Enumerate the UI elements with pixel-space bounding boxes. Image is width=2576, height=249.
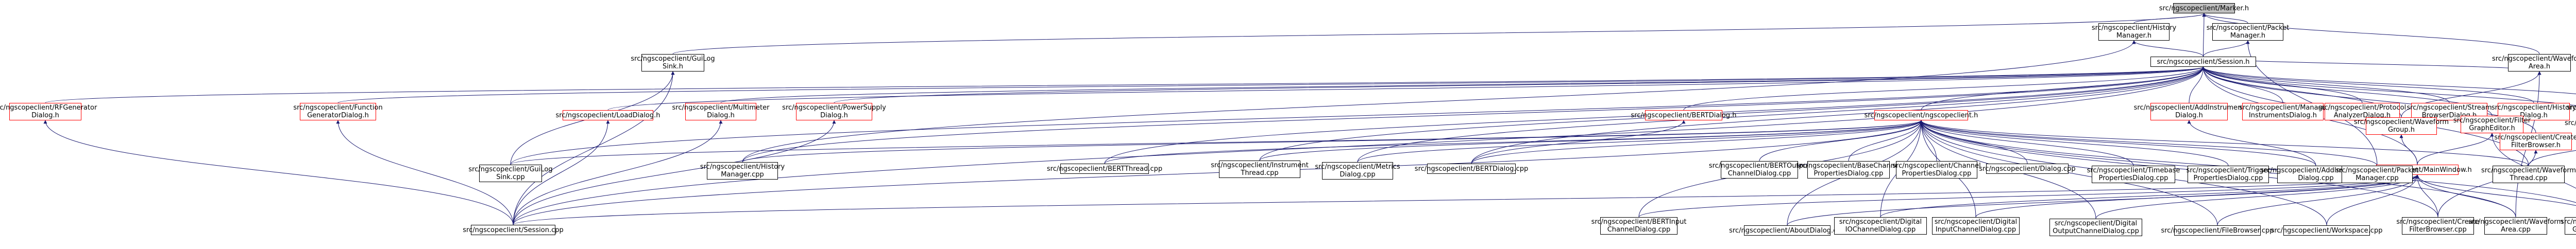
node-pm[interactable]: src/ngscopeclient/Packet Manager.h — [2206, 23, 2290, 41]
node-bt[interactable]: src/ngscopeclient/BERTDialog.h — [1631, 110, 1737, 120]
node-wa[interactable]: src/ngscopeclient/Waveform Area.h — [2492, 54, 2576, 72]
edge-hmc-to-hm — [742, 40, 2136, 163]
edge-fg-to-ss — [337, 66, 2205, 103]
edge-cfc-to-cf — [2437, 150, 2538, 218]
node-fgc[interactable]: src/ngscopeclient/Filter GraphEditor.cpp — [2561, 217, 2576, 235]
node-hm[interactable]: src/ngscopeclient/History Manager.h — [2091, 23, 2177, 41]
edge-ssc-to-rf — [43, 120, 514, 225]
node-fl[interactable]: src/ngscopeclient/Filter GraphEditor.h — [2453, 116, 2531, 133]
node-wac[interactable]: src/ngscopeclient/Waveform Area.cpp — [2468, 217, 2564, 235]
edge-gl-to-mk — [672, 13, 2206, 55]
node-mk[interactable]: src/ngscopeclient/Marker.h — [2159, 3, 2249, 13]
node-it[interactable]: src/ngscopeclient/Instrument Thread.cpp — [1211, 161, 1309, 178]
node-boc[interactable]: src/ngscopeclient/BERTOutput ChannelDial… — [1708, 161, 1810, 179]
edge-trp-to-ng — [1919, 120, 2229, 166]
edge-it-to-ng — [1259, 120, 1923, 161]
edge-ps-to-ss — [834, 66, 2205, 103]
node-rf[interactable]: src/ngscopeclient/RFGenerator Dialog.h — [0, 103, 97, 120]
edge-md-to-ss — [1357, 66, 2205, 163]
edge-hd-to-ss — [2201, 66, 2534, 103]
edge-sd-to-ss — [2201, 66, 2576, 94]
node-fg[interactable]: src/ngscopeclient/Function GeneratorDial… — [293, 103, 383, 120]
node-bcp[interactable]: src/ngscopeclient/BaseChannel Properties… — [1796, 161, 1901, 179]
node-tbp[interactable]: src/ngscopeclient/Timebase PropertiesDia… — [2087, 166, 2180, 183]
node-bdc[interactable]: src/ngscopeclient/BERTDialog.cpp — [1415, 164, 1528, 174]
node-dic[interactable]: src/ngscopeclient/Digital InputChannelDi… — [1932, 217, 2020, 235]
edge-dlg-to-ng — [1919, 120, 2028, 164]
edge-bdc-to-ss — [1471, 66, 2205, 164]
edge-ss-to-pm — [2203, 40, 2250, 57]
edge-ccp-to-ng — [1919, 120, 1937, 162]
edge-rf-to-ss — [45, 66, 2205, 103]
edge-bdc-to-ng — [1471, 120, 1923, 164]
edge-boc-to-ng — [1759, 120, 1923, 162]
node-gl[interactable]: src/ngscopeclient/GuiLog Sink.h — [631, 54, 715, 72]
node-wg[interactable]: src/ngscopeclient/Waveform Group.h — [2353, 117, 2449, 135]
node-mi[interactable]: src/ngscopeclient/Manage InstrumentsDial… — [2239, 103, 2327, 120]
node-ps[interactable]: src/ngscopeclient/PowerSupply Dialog.h — [782, 103, 886, 120]
node-dlg[interactable]: src/ngscopeclient/Dialog.cpp — [1979, 164, 2076, 174]
node-cf[interactable]: src/ngscopeclient/Create FilterBrowser.h — [2494, 133, 2576, 150]
node-pmc[interactable]: src/ngscopeclient/Packet Manager.cpp — [2335, 166, 2419, 183]
edge-hmc-to-ss — [742, 66, 2205, 163]
edge-glc-to-ng — [510, 120, 1923, 165]
node-ssc[interactable]: src/ngscopeclient/Session.cpp — [463, 225, 564, 235]
node-trp[interactable]: src/ngscopeclient/Trigger PropertiesDial… — [2186, 166, 2270, 183]
edge-bt-to-ss — [1683, 66, 2205, 111]
node-ld[interactable]: src/ngscopeclient/LoadDialog.h — [555, 110, 660, 120]
edge-mm-to-ss — [720, 66, 2205, 103]
edge-pm-to-mk — [2202, 13, 2248, 24]
edge-mw-to-wg — [2399, 134, 2418, 165]
node-ai[interactable]: src/ngscopeclient/AddInstrument Dialog.h — [2133, 103, 2245, 120]
node-doc[interactable]: src/ngscopeclient/Digital OutputChannelD… — [2049, 219, 2142, 236]
node-bic[interactable]: src/ngscopeclient/BERTInput ChannelDialo… — [1591, 217, 1687, 235]
edge-cfc-to-mw — [2415, 174, 2438, 218]
edge-bcp-to-ng — [1848, 120, 1923, 162]
edge-ss-to-hm — [2132, 40, 2204, 57]
edge-sb-to-ss — [2201, 66, 2450, 103]
edge-md-to-ng — [1357, 120, 1923, 163]
edge-ssc-to-ps — [513, 120, 836, 225]
edge-pa-to-ss — [2201, 66, 2363, 103]
edge-hm-to-mk — [2133, 13, 2206, 24]
node-hd[interactable]: src/ngscopeclient/History Dialog.h — [2491, 103, 2576, 120]
node-ng[interactable]: src/ngscopeclient/ngscopeclient.h — [1865, 110, 1978, 120]
edge-ssc-to-gl — [513, 71, 675, 225]
edge-pmc-to-ng — [1919, 120, 2378, 166]
edge-ai-to-ss — [2189, 66, 2205, 103]
edge-btt-to-ng — [1104, 120, 1923, 164]
node-abc[interactable]: src/ngscopeclient/AboutDialog.cpp — [1729, 225, 1845, 236]
node-dio[interactable]: src/ngscopeclient/Digital IOChannelDialo… — [1834, 217, 1927, 235]
edge-ssc-to-ss — [513, 66, 2205, 225]
node-cfc[interactable]: src/ngscopeclient/Create FilterBrowser.c… — [2396, 217, 2480, 235]
edge-mw-to-fl — [2417, 133, 2494, 165]
edge-ss-to-mk — [2202, 13, 2206, 57]
edge-mi-to-ss — [2201, 66, 2283, 103]
node-wsc[interactable]: src/ngscopeclient/Workspace.cpp — [2271, 225, 2382, 236]
node-md[interactable]: src/ngscopeclient/Metrics Dialog.cpp — [1315, 162, 1400, 180]
node-glc[interactable]: src/ngscopeclient/GuiLog Sink.cpp — [468, 165, 553, 182]
node-wtc[interactable]: src/ngscopeclient/Waveform Thread.cpp — [2481, 166, 2576, 183]
edge-hmc-to-ng — [742, 120, 1923, 163]
node-hmc[interactable]: src/ngscopeclient/History Manager.cpp — [700, 162, 785, 180]
edge-aic-to-ai — [2187, 120, 2316, 166]
node-ss[interactable]: src/ngscopeclient/Session.h — [2150, 57, 2256, 67]
edge-aic-to-ng — [1919, 120, 2316, 166]
edge-bdc-to-bt — [1471, 120, 1686, 164]
node-mm[interactable]: src/ngscopeclient/Multimeter Dialog.h — [672, 103, 770, 120]
node-ccp[interactable]: src/ngscopeclient/Channel PropertiesDial… — [1892, 161, 1981, 179]
node-btt[interactable]: src/ngscopeclient/BERTThread.cpp — [1047, 164, 1162, 174]
edge-tbp-to-ng — [1919, 120, 2134, 166]
node-fbc[interactable]: src/ngscopeclient/FileBrowser.cpp — [2161, 225, 2274, 236]
